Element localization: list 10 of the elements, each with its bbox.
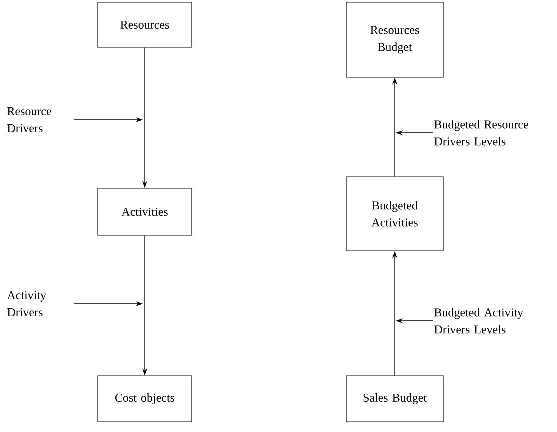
driver-label: Budgeted Activity Drivers Levels [434,308,524,334]
process-box: Budgeted Activities [346,176,444,252]
driver-label: Resource Drivers [8,108,52,132]
process-box: Cost objects [98,376,192,422]
process-box: Activities [98,188,192,236]
process-box: Resources Budget [346,2,444,78]
driver-label: Budgeted Resource Drivers Levels [434,120,528,146]
process-box: Resources [98,2,192,48]
driver-label: Activity Drivers [7,291,46,317]
process-box: Sales Budget [346,376,444,422]
